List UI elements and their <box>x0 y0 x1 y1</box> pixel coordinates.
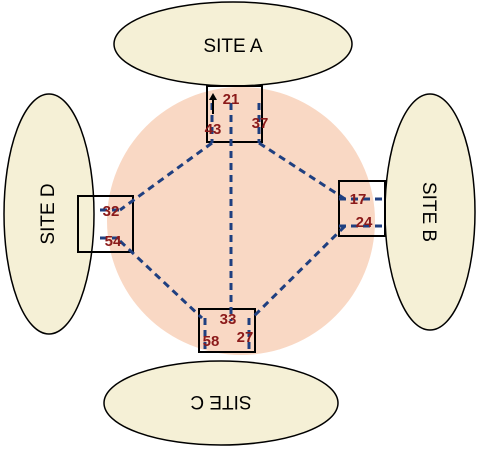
node-box-a[interactable] <box>206 85 263 143</box>
port-label-21: 21 <box>223 91 240 108</box>
port-label-54: 54 <box>105 233 122 250</box>
port-label-27: 27 <box>237 329 254 346</box>
up-arrow-icon <box>209 93 217 114</box>
core-circle <box>107 87 375 355</box>
port-label-37: 37 <box>252 115 269 132</box>
port-label-24: 24 <box>356 214 373 231</box>
link-a-to-b[interactable] <box>258 141 346 201</box>
site-c-label: SITE C <box>190 391 251 412</box>
site-b-label: SITE B <box>418 182 439 242</box>
link-d-to-c[interactable] <box>118 239 204 320</box>
site-d-label: SITE D <box>38 183 59 244</box>
node-box-d[interactable] <box>77 195 134 253</box>
node-box-c[interactable] <box>198 308 256 353</box>
site-a-label: SITE A <box>203 36 262 57</box>
port-label-58: 58 <box>203 333 220 350</box>
link-b-to-c[interactable] <box>250 224 347 320</box>
node-box-b[interactable] <box>338 180 386 237</box>
link-a-to-d[interactable] <box>119 141 213 212</box>
port-label-33: 33 <box>220 311 237 328</box>
site-c-ellipse[interactable] <box>103 360 339 446</box>
site-d-ellipse[interactable] <box>3 93 95 335</box>
port-label-43: 43 <box>205 121 222 138</box>
port-label-32: 32 <box>103 203 120 220</box>
port-label-17: 17 <box>350 191 367 208</box>
